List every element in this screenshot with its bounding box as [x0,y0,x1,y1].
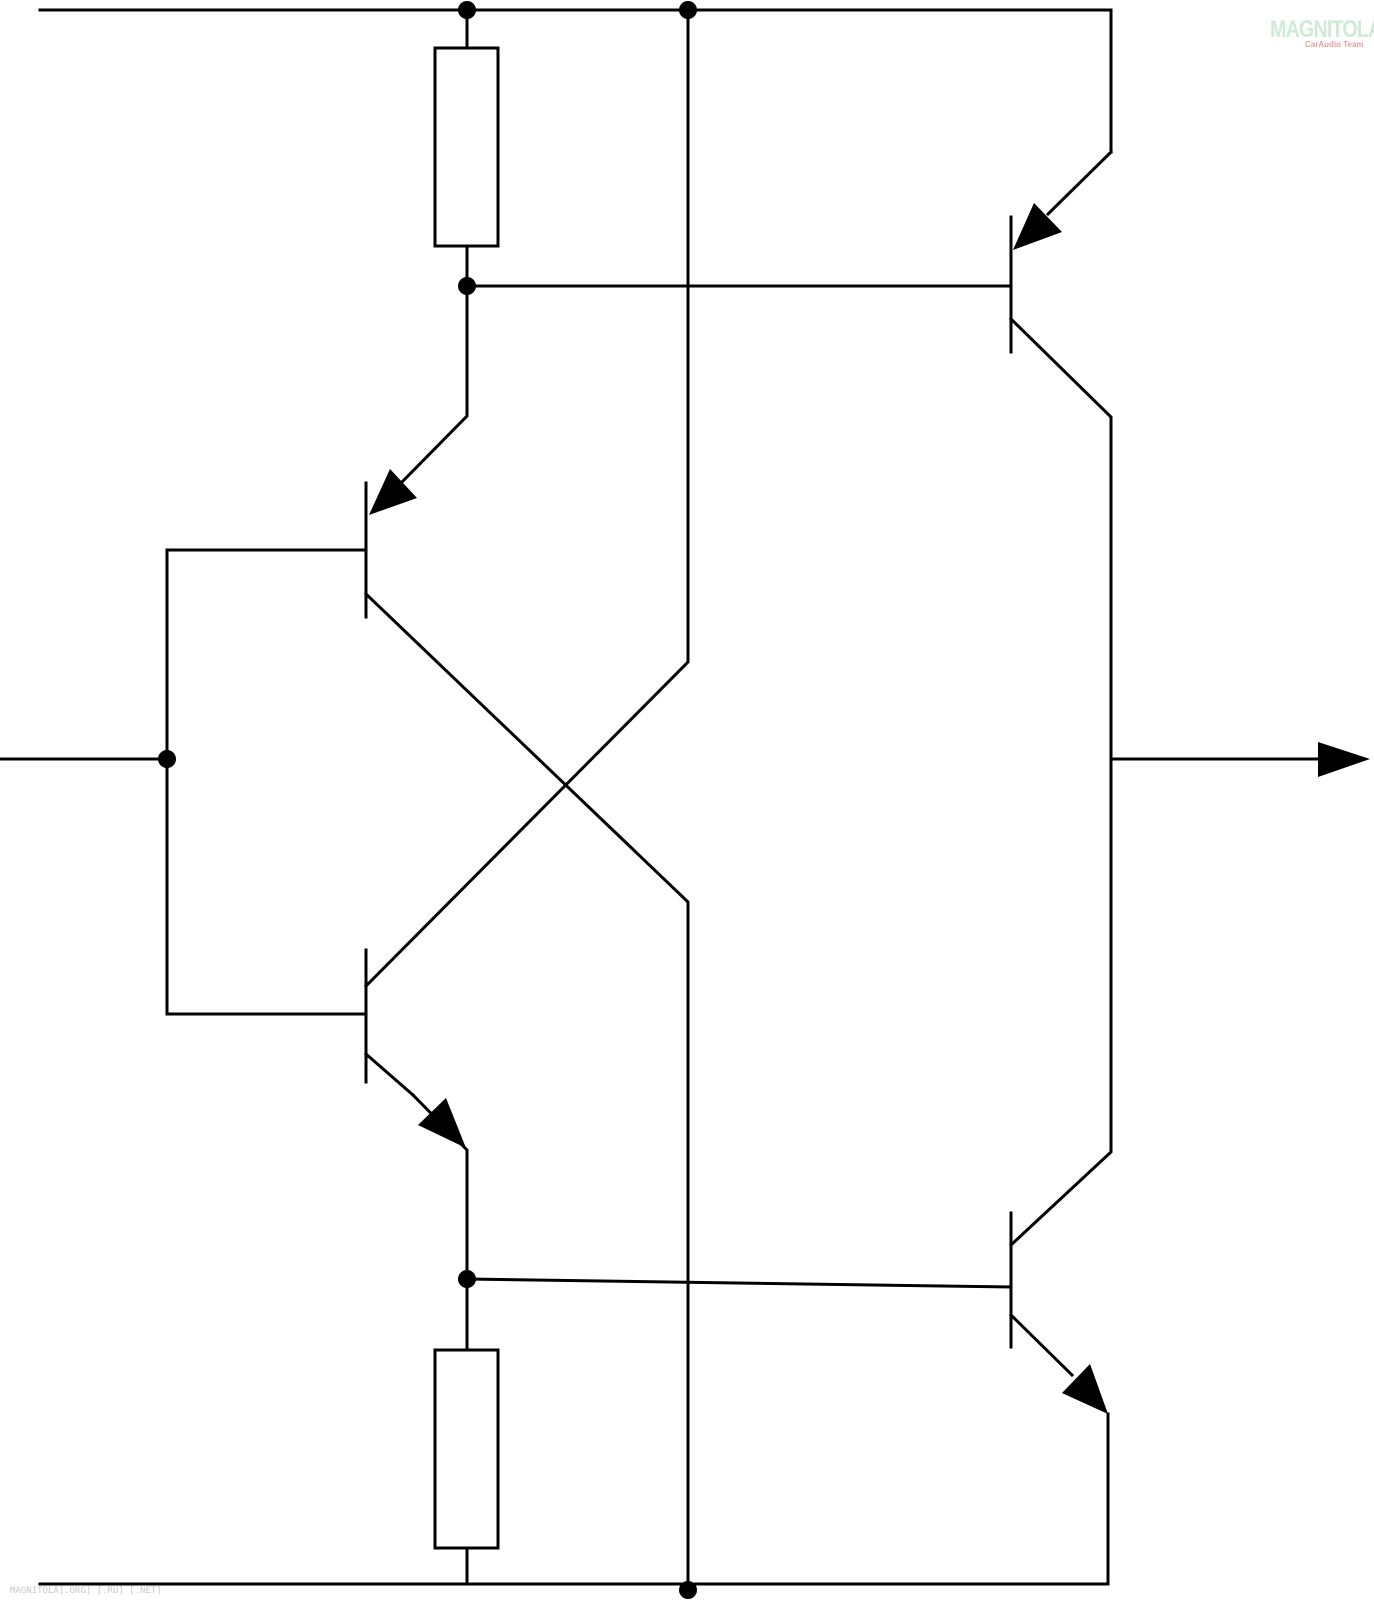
base-link-wire [165,548,368,1016]
q1-emitter-arrow [369,469,417,515]
junction-dot [458,1,476,19]
q4-base-wire [465,1277,1013,1289]
junction-dot [679,1,697,19]
resistor-r1 [433,46,500,248]
resistor-r2 [433,1348,500,1550]
watermark-logo-subtitle: CarAudio Team [1305,40,1364,49]
junction-dot [158,750,176,768]
q3-emitter-arrow [1013,203,1062,250]
watermark-footer: MAGNITOLA[.ORG] [.RU] [.NET] [10,1586,162,1596]
negative-rail [38,1412,1110,1586]
output-arrow [1318,742,1370,777]
q3-emitter-lead [1045,149,1114,217]
junction-dot [458,1270,476,1288]
q2-emitter-arrow [418,1098,466,1148]
junction-dot [679,1581,697,1599]
crossover-wire [363,591,690,1586]
watermark-logo: MAGNITOLA [1270,16,1374,43]
positive-rail [38,8,1113,154]
center-bus-wire [363,8,690,989]
q4-emitter-arrow [1062,1364,1108,1414]
junction-dot [458,277,476,295]
q4-emitter [1008,1312,1075,1378]
q3-collector [1008,316,1113,1248]
q1-emitter-lead [399,285,469,485]
q2-emitter [363,1051,416,1098]
